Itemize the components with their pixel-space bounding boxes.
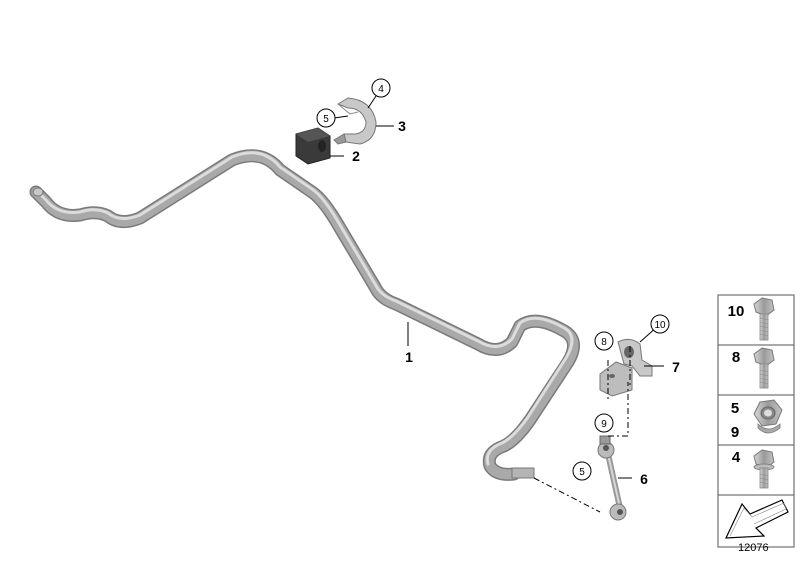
circled-references: 4 5 8 9 10 5 [316,78,670,481]
panel-label-4: 4 [732,449,741,466]
circled-ref-5-top: 5 [323,114,329,125]
callout-labels: 1 2 3 7 6 [352,118,680,487]
circled-ref-8: 8 [601,337,607,348]
callout-1: 1 [405,349,413,365]
callout-3: 3 [398,118,406,134]
circled-ref-4: 4 [378,84,384,95]
assembly-lines [533,346,631,513]
diagram-number: 12076 [738,542,769,554]
hex-bolt-long-icon [753,297,775,341]
leader-lines [330,95,664,479]
panel-label-10: 10 [728,303,745,320]
panel-label-8: 8 [732,349,740,366]
callout-6: 6 [640,471,648,487]
callout-7: 7 [672,359,680,375]
circled-ref-9: 9 [601,419,607,430]
self-locking-nut-icon [753,399,783,434]
direction-arrow-icon [725,499,789,539]
circled-ref-5-link: 5 [579,467,585,478]
hex-bolt-icon [753,347,775,389]
panel-label-5: 5 [731,400,739,417]
stabilizer-bar [29,149,580,481]
rubber-mounting [295,127,331,165]
panel-label-9: 9 [731,424,739,441]
callout-2: 2 [352,148,360,164]
hex-bolt-flange-icon [753,449,775,489]
mounting-bracket [333,97,377,145]
fastener-panel: 10 8 5 9 4 [717,294,795,548]
circled-ref-10: 10 [654,320,666,331]
stabilizer-link [597,435,627,521]
